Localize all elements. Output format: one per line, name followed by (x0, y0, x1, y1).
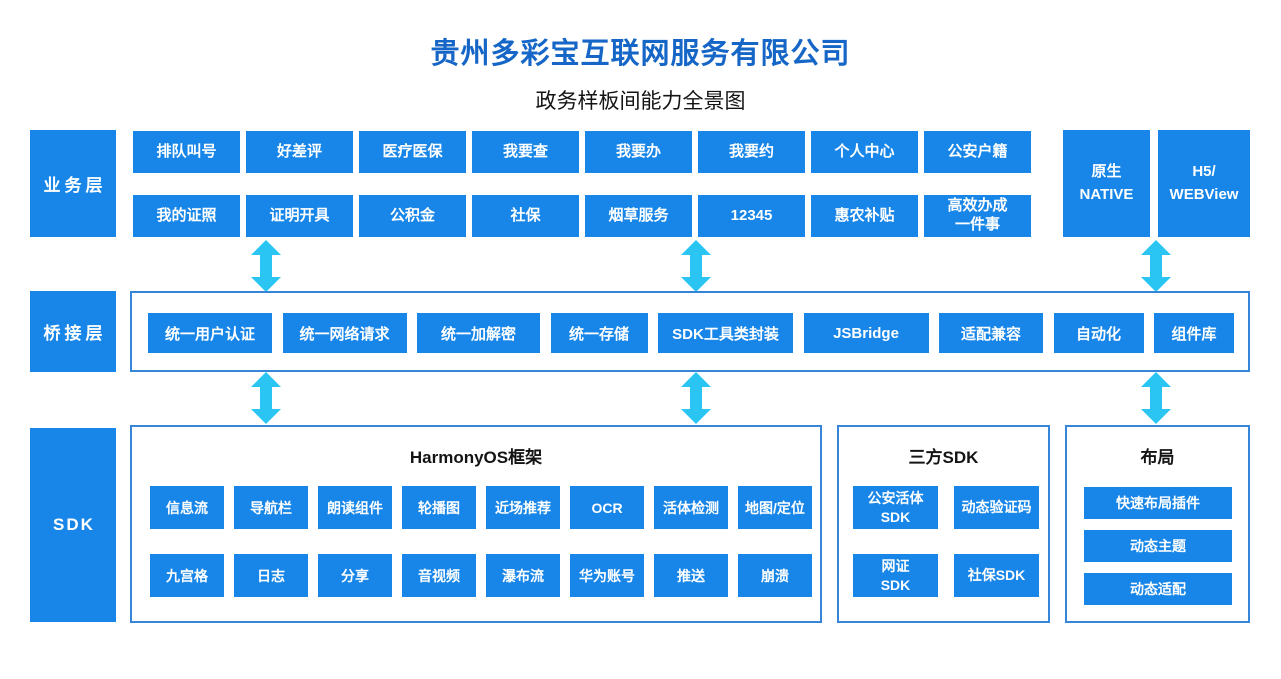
business-chip: 12345 (698, 195, 805, 237)
double-arrow-icon (1141, 372, 1171, 424)
layout-chip: 动态主题 (1084, 530, 1232, 562)
layout-chip: 动态适配 (1084, 573, 1232, 605)
harmonyos-row-1: 信息流 导航栏 朗读组件 轮播图 近场推荐 OCR 活体检测 地图/定位 (150, 486, 812, 529)
layer-label-sdk: SDK (30, 428, 116, 622)
business-chip: 我要办 (585, 131, 692, 173)
business-chip: 我的证照 (133, 195, 240, 237)
layout-chip: 快速布局插件 (1084, 487, 1232, 519)
bridge-chip: 统一用户认证 (148, 313, 272, 353)
business-chip: 高效办成 一件事 (924, 195, 1031, 237)
sdk-chip: 近场推荐 (486, 486, 560, 529)
bridge-chip: 适配兼容 (939, 313, 1043, 353)
sdk-chip: 推送 (654, 554, 728, 597)
bridge-chip: 自动化 (1053, 313, 1144, 353)
double-arrow-icon (1141, 240, 1171, 292)
native-box: 原生 NATIVE (1063, 130, 1150, 237)
sdk-chip: 瀑布流 (486, 554, 560, 597)
layout-container: 布局 快速布局插件 动态主题 动态适配 (1065, 425, 1250, 623)
bridge-layer-container: 统一用户认证 统一网络请求 统一加解密 统一存储 SDK工具类封装 JSBrid… (130, 291, 1250, 372)
harmonyos-row-2: 九宫格 日志 分享 音视频 瀑布流 华为账号 推送 崩溃 (150, 554, 812, 597)
layer-label-business: 业务层 (30, 130, 116, 237)
sdk-chip: 动态验证码 (954, 486, 1039, 529)
bridge-chip: 统一存储 (550, 313, 648, 353)
bridge-chip: 统一网络请求 (282, 313, 407, 353)
sdk-chip: 朗读组件 (318, 486, 392, 529)
layout-title: 布局 (1140, 448, 1175, 467)
bridge-chip: 统一加解密 (417, 313, 540, 353)
double-arrow-icon (251, 240, 281, 292)
business-chip: 惠农补贴 (811, 195, 918, 237)
business-row-1: 排队叫号 好差评 医疗医保 我要查 我要办 我要约 个人中心 公安户籍 (133, 131, 1031, 173)
business-row-2: 我的证照 证明开具 公积金 社保 烟草服务 12345 惠农补贴 高效办成 一件… (133, 195, 1031, 237)
double-arrow-icon (681, 372, 711, 424)
sdk-chip: 网证 SDK (853, 554, 938, 597)
harmonyos-framework-title: HarmonyOS框架 (409, 448, 543, 467)
business-chip: 烟草服务 (585, 195, 692, 237)
sdk-chip: OCR (570, 486, 644, 529)
business-chip: 证明开具 (246, 195, 353, 237)
sdk-chip: 分享 (318, 554, 392, 597)
business-chip: 我要约 (698, 131, 805, 173)
sdk-chip: 日志 (234, 554, 308, 597)
bridge-chip: 组件库 (1154, 313, 1234, 353)
sdk-chip: 活体检测 (654, 486, 728, 529)
business-chip: 社保 (472, 195, 579, 237)
sdk-chip: 社保SDK (954, 554, 1039, 597)
sdk-chip: 信息流 (150, 486, 224, 529)
third-party-sdk-container: 三方SDK 公安活体 SDK 动态验证码 网证 SDK 社保SDK (837, 425, 1050, 623)
business-chip: 个人中心 (811, 131, 918, 173)
business-chip: 公安户籍 (924, 131, 1031, 173)
sdk-chip: 音视频 (402, 554, 476, 597)
sdk-chip: 地图/定位 (738, 486, 812, 529)
business-chip: 我要查 (472, 131, 579, 173)
page-subtitle: 政务样板间能力全景图 (535, 90, 746, 113)
sdk-chip: 华为账号 (570, 554, 644, 597)
sdk-chip: 导航栏 (234, 486, 308, 529)
page-title: 贵州多彩宝互联网服务有限公司 (430, 38, 851, 70)
sdk-chip: 轮播图 (402, 486, 476, 529)
double-arrow-icon (681, 240, 711, 292)
webview-box: H5/ WEBView (1158, 130, 1250, 237)
layout-items: 快速布局插件 动态主题 动态适配 (1084, 487, 1232, 605)
harmonyos-framework-container: HarmonyOS框架 信息流 导航栏 朗读组件 轮播图 近场推荐 OCR 活体… (130, 425, 822, 623)
bridge-items-row: 统一用户认证 统一网络请求 统一加解密 统一存储 SDK工具类封装 JSBrid… (148, 313, 1234, 353)
bridge-chip: JSBridge (803, 313, 929, 353)
sdk-chip: 九宫格 (150, 554, 224, 597)
third-party-row-1: 公安活体 SDK 动态验证码 (853, 486, 1039, 529)
business-chip: 医疗医保 (359, 131, 466, 173)
third-party-row-2: 网证 SDK 社保SDK (853, 554, 1039, 597)
third-party-sdk-title: 三方SDK (908, 448, 979, 467)
double-arrow-icon (251, 372, 281, 424)
layer-label-bridge: 桥接层 (30, 291, 116, 372)
sdk-chip: 崩溃 (738, 554, 812, 597)
business-chip: 公积金 (359, 195, 466, 237)
business-chip: 排队叫号 (133, 131, 240, 173)
business-chip: 好差评 (246, 131, 353, 173)
bridge-chip: SDK工具类封装 (658, 313, 793, 353)
sdk-chip: 公安活体 SDK (853, 486, 938, 529)
